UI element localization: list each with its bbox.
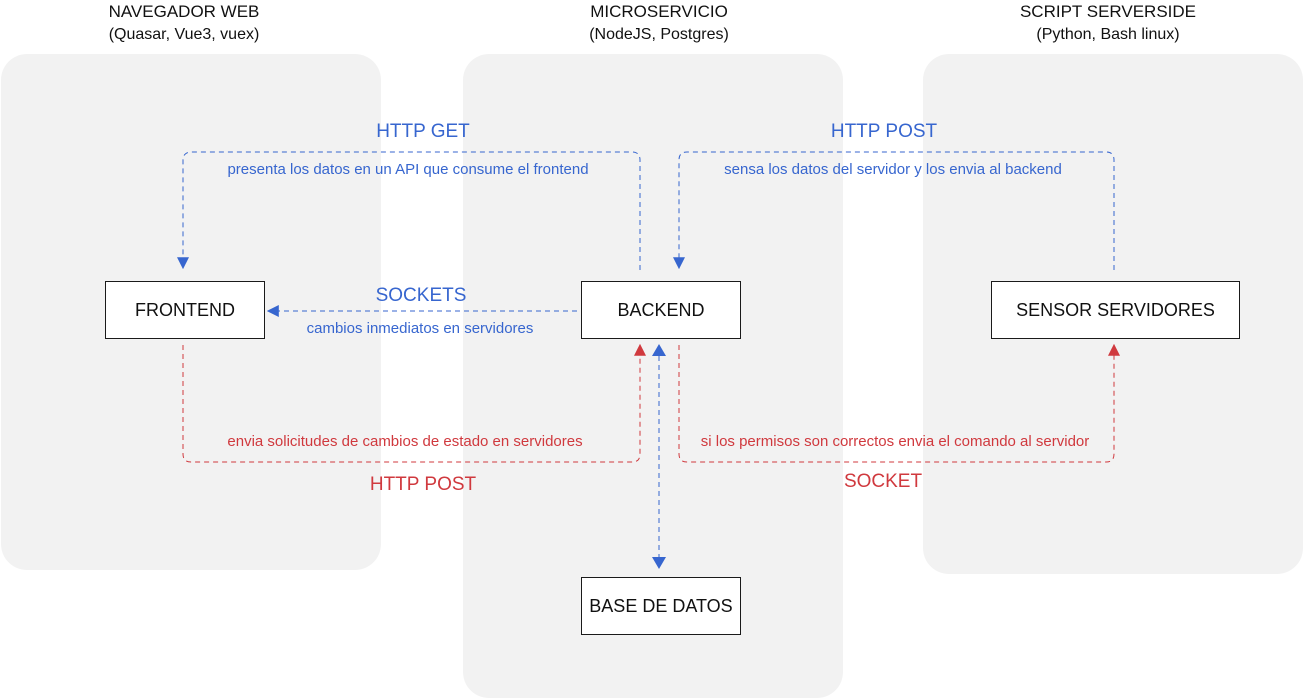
- node-sensor-servidores: SENSOR SERVIDORES: [991, 281, 1240, 339]
- column-title-microservicio: MICROSERVICIO: [590, 2, 728, 21]
- label-socket-sensor-description: si los permisos son correctos envia el c…: [700, 433, 1090, 450]
- column-title-navegador-web: NAVEGADOR WEB: [108, 2, 260, 21]
- connector-http-post-sensor: [673, 151, 1115, 270]
- node-frontend: FRONTEND: [105, 281, 265, 339]
- label-http-post-sensor-description: sensa los datos del servidor y los envia…: [724, 161, 1062, 178]
- label-http-get-protocol: HTTP GET: [376, 121, 470, 142]
- node-base-de-datos: BASE DE DATOS: [581, 577, 741, 635]
- column-title-script-serverside: SCRIPT SERVERSIDE: [1019, 2, 1197, 21]
- arrowhead-database-down: [652, 557, 666, 569]
- label-http-get-description: presenta los datos en un API que consume…: [227, 161, 589, 178]
- label-http-post-frontend-protocol: HTTP POST: [369, 474, 477, 495]
- column-subtitle-navegador-web: (Quasar, Vue3, vuex): [108, 26, 260, 43]
- label-socket-sensor-protocol: SOCKET: [843, 471, 923, 492]
- connector-http-get: [177, 151, 641, 270]
- connector-socket-sensor: [678, 343, 1120, 463]
- node-backend: BACKEND: [581, 281, 741, 339]
- label-http-post-sensor-protocol: HTTP POST: [830, 121, 938, 142]
- label-http-post-frontend-description: envia solicitudes de cambios de estado e…: [227, 433, 583, 450]
- column-subtitle-script-serverside: (Python, Bash linux): [1036, 26, 1180, 43]
- arrowhead-database-up: [652, 344, 666, 356]
- label-sockets-description: cambios inmediatos en servidores: [306, 320, 534, 337]
- connector-http-post-frontend: [182, 343, 646, 463]
- label-sockets-protocol: SOCKETS: [375, 285, 467, 306]
- column-subtitle-microservicio: (NodeJS, Postgres): [589, 26, 729, 43]
